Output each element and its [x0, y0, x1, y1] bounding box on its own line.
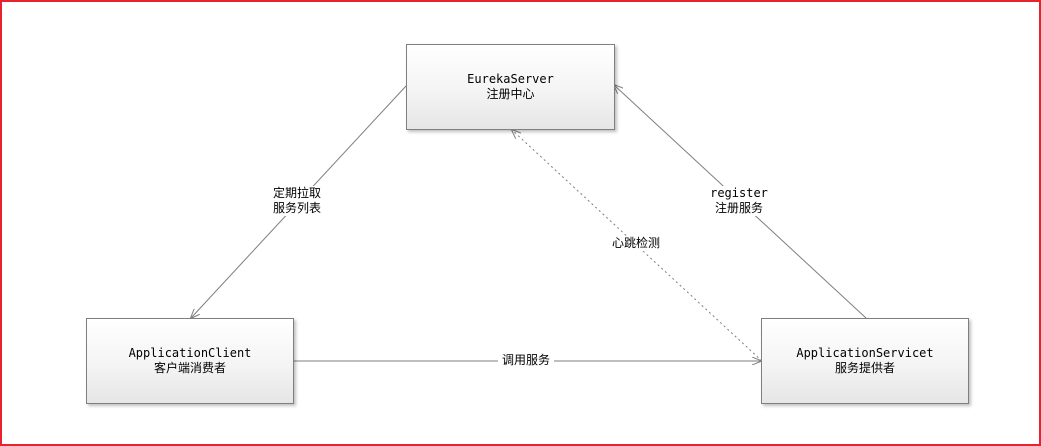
node-application-client-subtitle: 客户端消费者 — [153, 361, 226, 375]
node-eureka-server-title: EurekaServer — [467, 72, 554, 86]
label-register: register 注册服务 — [704, 186, 774, 216]
label-fetch-services-line2: 服务列表 — [272, 201, 321, 215]
node-application-provider-title: ApplicationServicet — [796, 346, 934, 360]
label-heartbeat-line1: 心跳检测 — [611, 236, 660, 250]
node-application-client-title: ApplicationClient — [128, 346, 252, 360]
node-application-provider: ApplicationServicet 服务提供者 — [761, 318, 969, 404]
node-application-client: ApplicationClient 客户端消费者 — [86, 318, 294, 404]
label-fetch-services: 定期拉取 服务列表 — [266, 186, 328, 216]
label-invoke-service: 调用服务 — [498, 353, 554, 368]
label-heartbeat: 心跳检测 — [608, 236, 664, 251]
node-eureka-server-subtitle: 注册中心 — [486, 87, 535, 101]
label-register-line2: 注册服务 — [714, 201, 763, 215]
label-register-line1: register — [710, 186, 768, 200]
label-fetch-services-line1: 定期拉取 — [272, 186, 321, 200]
node-application-provider-subtitle: 服务提供者 — [834, 361, 895, 375]
node-eureka-server: EurekaServer 注册中心 — [406, 44, 615, 130]
label-invoke-service-line1: 调用服务 — [501, 353, 550, 367]
